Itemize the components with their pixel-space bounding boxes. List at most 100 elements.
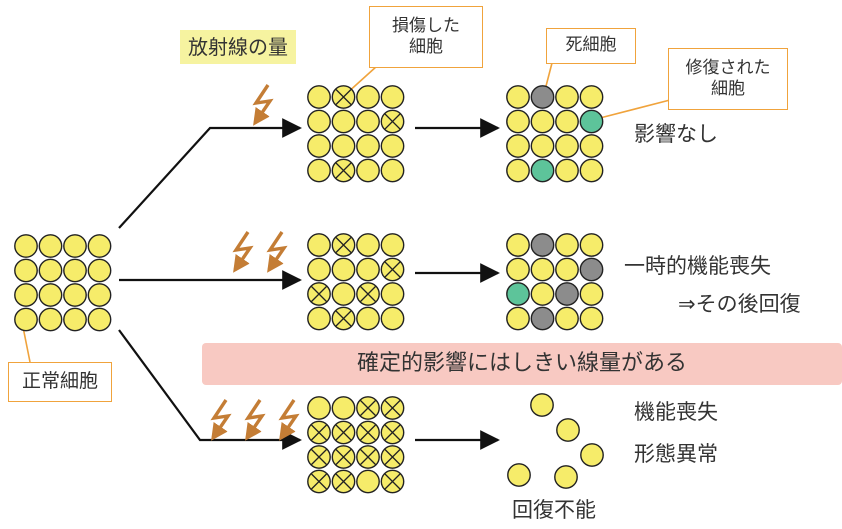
- normal-cell: [307, 396, 331, 420]
- lightning-bolt-icon: [252, 84, 274, 126]
- normal-cell: [579, 158, 604, 183]
- normal-cell: [506, 306, 530, 331]
- normal-cell: [307, 85, 331, 109]
- threshold-banner: 確定的影響にはしきい線量がある: [202, 343, 842, 385]
- normal-cell: [63, 283, 87, 307]
- normal-cell: [506, 233, 530, 257]
- dead-cell: [579, 257, 604, 282]
- damage-mark-icon: [384, 261, 401, 278]
- scattered-cells: [507, 393, 604, 489]
- dead-cell: [530, 233, 555, 257]
- recovery-label: ⇒その後回復: [678, 292, 801, 316]
- branch-top: [118, 118, 302, 229]
- branch-lines: [118, 118, 302, 450]
- normal-cell: [356, 257, 380, 282]
- damage-mark-icon: [359, 399, 377, 417]
- normal-cell: [506, 257, 530, 282]
- cell-grid-mid-dose: [307, 233, 405, 331]
- damaged-cell: [380, 469, 405, 494]
- normal-cell: [380, 134, 405, 158]
- no-effect-label: 影響なし: [634, 122, 718, 146]
- normal-cell: [331, 257, 356, 282]
- normal-cell: [356, 158, 380, 183]
- normal-cell: [63, 234, 87, 258]
- damage-mark-icon: [384, 399, 401, 417]
- damage-mark-icon: [310, 285, 328, 303]
- damage-mark-icon: [335, 448, 352, 466]
- normal-cell: [555, 109, 579, 134]
- normal-cell: [356, 109, 380, 134]
- damaged-cell: [380, 109, 405, 134]
- damage-mark-icon: [359, 424, 377, 441]
- damaged-cell: [331, 420, 356, 445]
- repaired-cell-callout: 修復された 細胞: [668, 48, 788, 110]
- normal-cell: [87, 234, 112, 258]
- damaged-cell-line2: 細胞: [409, 37, 443, 57]
- cell-grid-mid-result: [506, 233, 604, 331]
- repaired-cell: [579, 109, 604, 134]
- normal-cell: [579, 282, 604, 306]
- normal-cell: [506, 109, 530, 134]
- normal-cell: [579, 85, 604, 109]
- normal-cell: [14, 234, 38, 258]
- damaged-cell-line1: 損傷した: [392, 15, 460, 36]
- damaged-cell: [331, 469, 356, 494]
- normal-cell: [555, 134, 579, 158]
- normal-cell: [530, 282, 555, 306]
- cell-grids: [14, 85, 604, 494]
- normal-cell: [579, 134, 604, 158]
- damaged-cell: [331, 445, 356, 469]
- free-cell: [556, 418, 580, 442]
- normal-cell: [506, 134, 530, 158]
- lightning-bolt-icon: [232, 231, 254, 273]
- irreversible-label: 回復不能: [512, 498, 596, 522]
- damaged-cell: [380, 445, 405, 469]
- normal-cell: [38, 258, 63, 283]
- dose-label: 放射線の量: [180, 30, 296, 64]
- normal-cell: [87, 283, 112, 307]
- damage-mark-icon: [335, 424, 352, 441]
- normal-cell: [14, 258, 38, 283]
- damaged-cell-callout: 損傷した 細胞: [369, 6, 483, 68]
- normal-cell: [307, 306, 331, 331]
- dead-cell-label: 死細胞: [565, 35, 617, 56]
- normal-cell: [506, 85, 530, 109]
- normal-cell: [307, 257, 331, 282]
- damage-mark-icon: [335, 473, 352, 490]
- normal-cell: [380, 233, 405, 257]
- damage-mark-icon: [384, 424, 401, 441]
- lightning-bolt-icon: [266, 231, 288, 273]
- normal-cell: [38, 234, 63, 258]
- cell-grid-low-dose: [307, 85, 405, 183]
- lightning-bolt-icon: [244, 399, 266, 441]
- damaged-cell: [380, 257, 405, 282]
- branch-bottom: [118, 329, 302, 450]
- normal-cell: [555, 257, 579, 282]
- normal-cell: [356, 85, 380, 109]
- normal-cell: [356, 469, 380, 494]
- normal-cell: [331, 282, 356, 306]
- repaired-cell-line2: 細胞: [711, 79, 745, 99]
- dead-cell: [530, 306, 555, 331]
- callout-line-dead: [544, 62, 553, 91]
- callout-line-repaired: [599, 99, 671, 119]
- normal-cell-callout: 正常細胞: [8, 362, 112, 402]
- normal-cell: [555, 306, 579, 331]
- repaired-cell: [530, 158, 555, 183]
- damaged-cell: [356, 282, 380, 306]
- normal-cell: [380, 282, 405, 306]
- normal-cell: [356, 134, 380, 158]
- normal-cell: [307, 134, 331, 158]
- damaged-cell: [331, 233, 356, 257]
- damage-mark-icon: [310, 448, 328, 466]
- normal-cell: [555, 158, 579, 183]
- damaged-cell: [331, 158, 356, 183]
- normal-cell: [530, 257, 555, 282]
- damaged-cell: [380, 420, 405, 445]
- damage-mark-icon: [310, 473, 328, 490]
- normal-cell: [579, 306, 604, 331]
- damaged-cell: [356, 420, 380, 445]
- normal-cell: [63, 258, 87, 283]
- repaired-cell: [506, 282, 530, 306]
